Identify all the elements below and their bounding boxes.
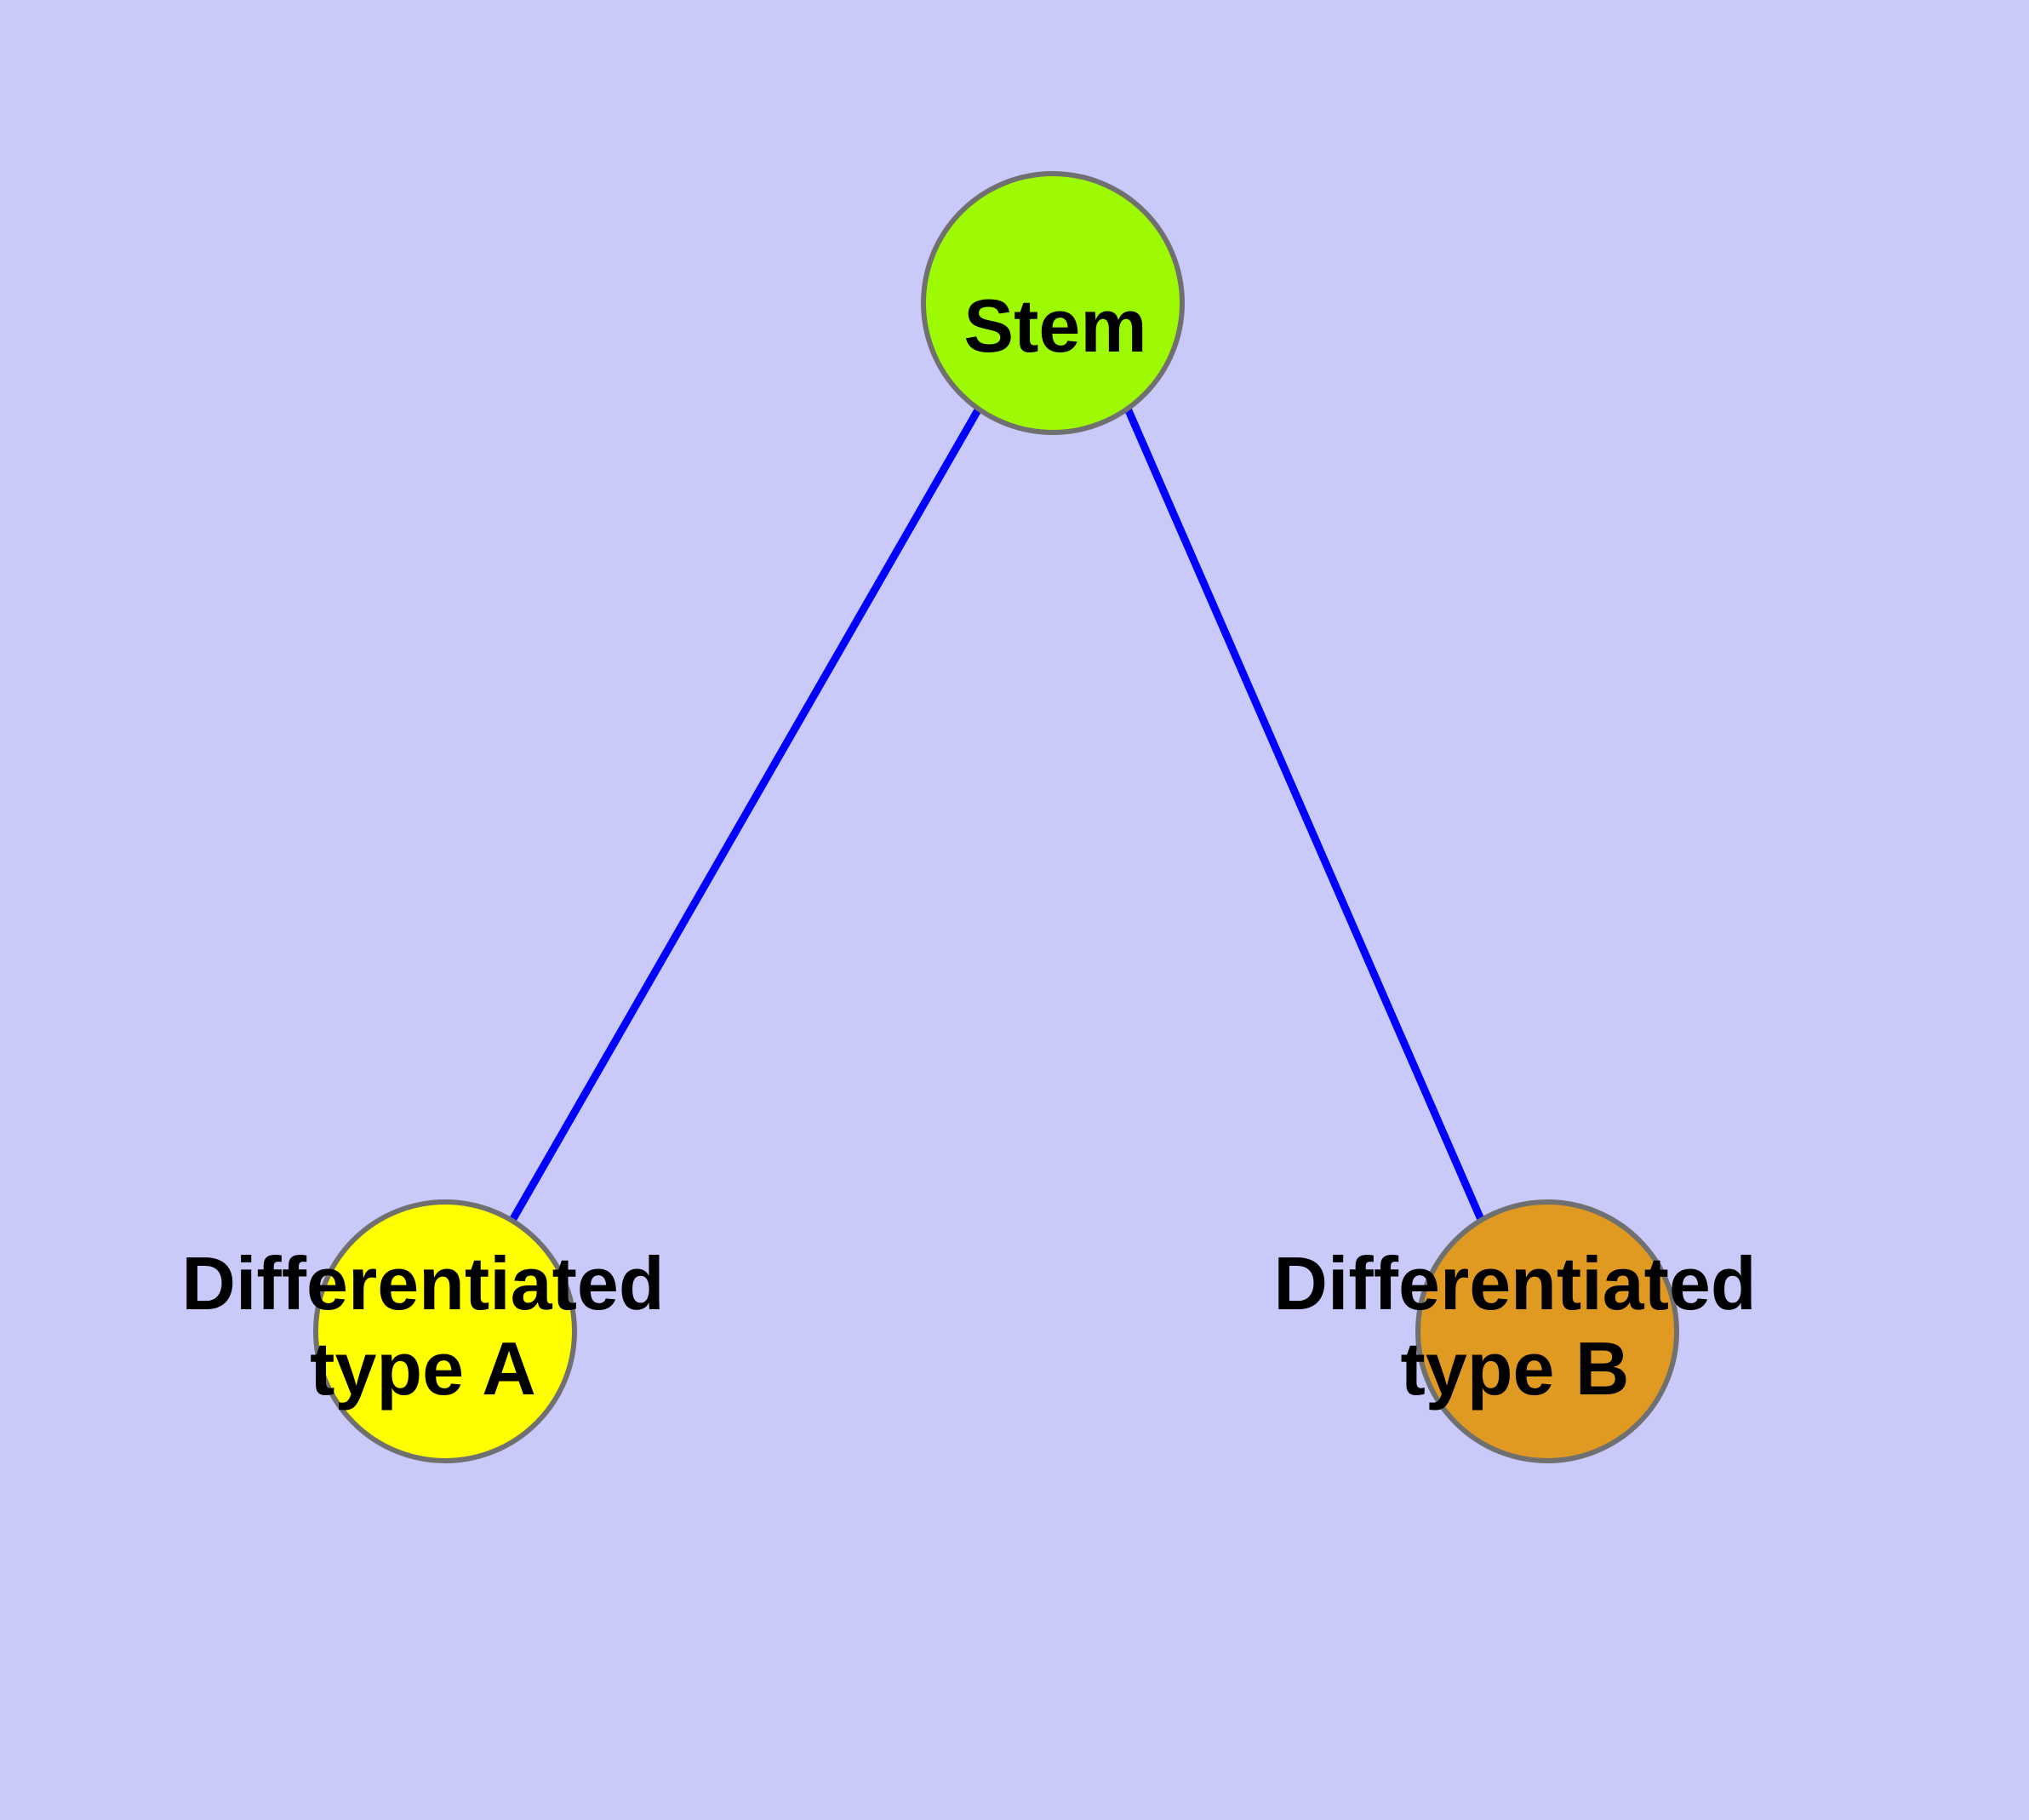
nodes-layer bbox=[313, 171, 1679, 1463]
graph-edge-stem-to-a[interactable] bbox=[507, 406, 982, 1226]
graph-node-label-diff_a: type A bbox=[310, 1326, 536, 1411]
graph-node-label-diff_b: type B bbox=[1401, 1326, 1630, 1411]
graph-node-label-diff_b: Differentiated bbox=[1273, 1241, 1756, 1325]
graph-node-label-diff_a: Differentiated bbox=[181, 1241, 664, 1325]
graph-node-stem[interactable] bbox=[921, 171, 1185, 435]
graph-edge-stem-to-b[interactable] bbox=[1123, 407, 1487, 1225]
edges-layer bbox=[507, 406, 1487, 1226]
graph-node-diff_a[interactable] bbox=[313, 1199, 577, 1463]
graph-node-diff_b[interactable] bbox=[1415, 1199, 1679, 1463]
graph-node-label-stem: Stem bbox=[963, 283, 1146, 368]
